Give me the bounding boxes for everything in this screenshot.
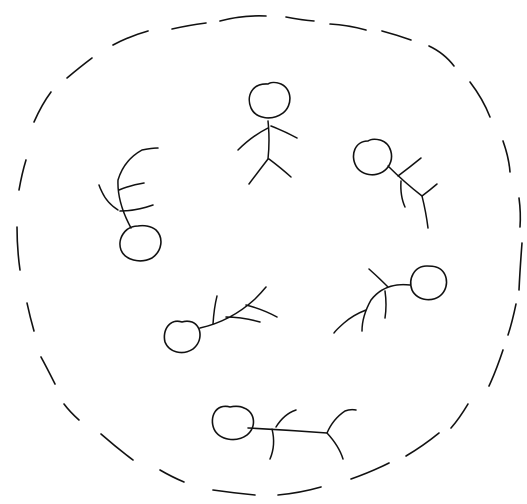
sketch-canvas	[0, 0, 527, 504]
